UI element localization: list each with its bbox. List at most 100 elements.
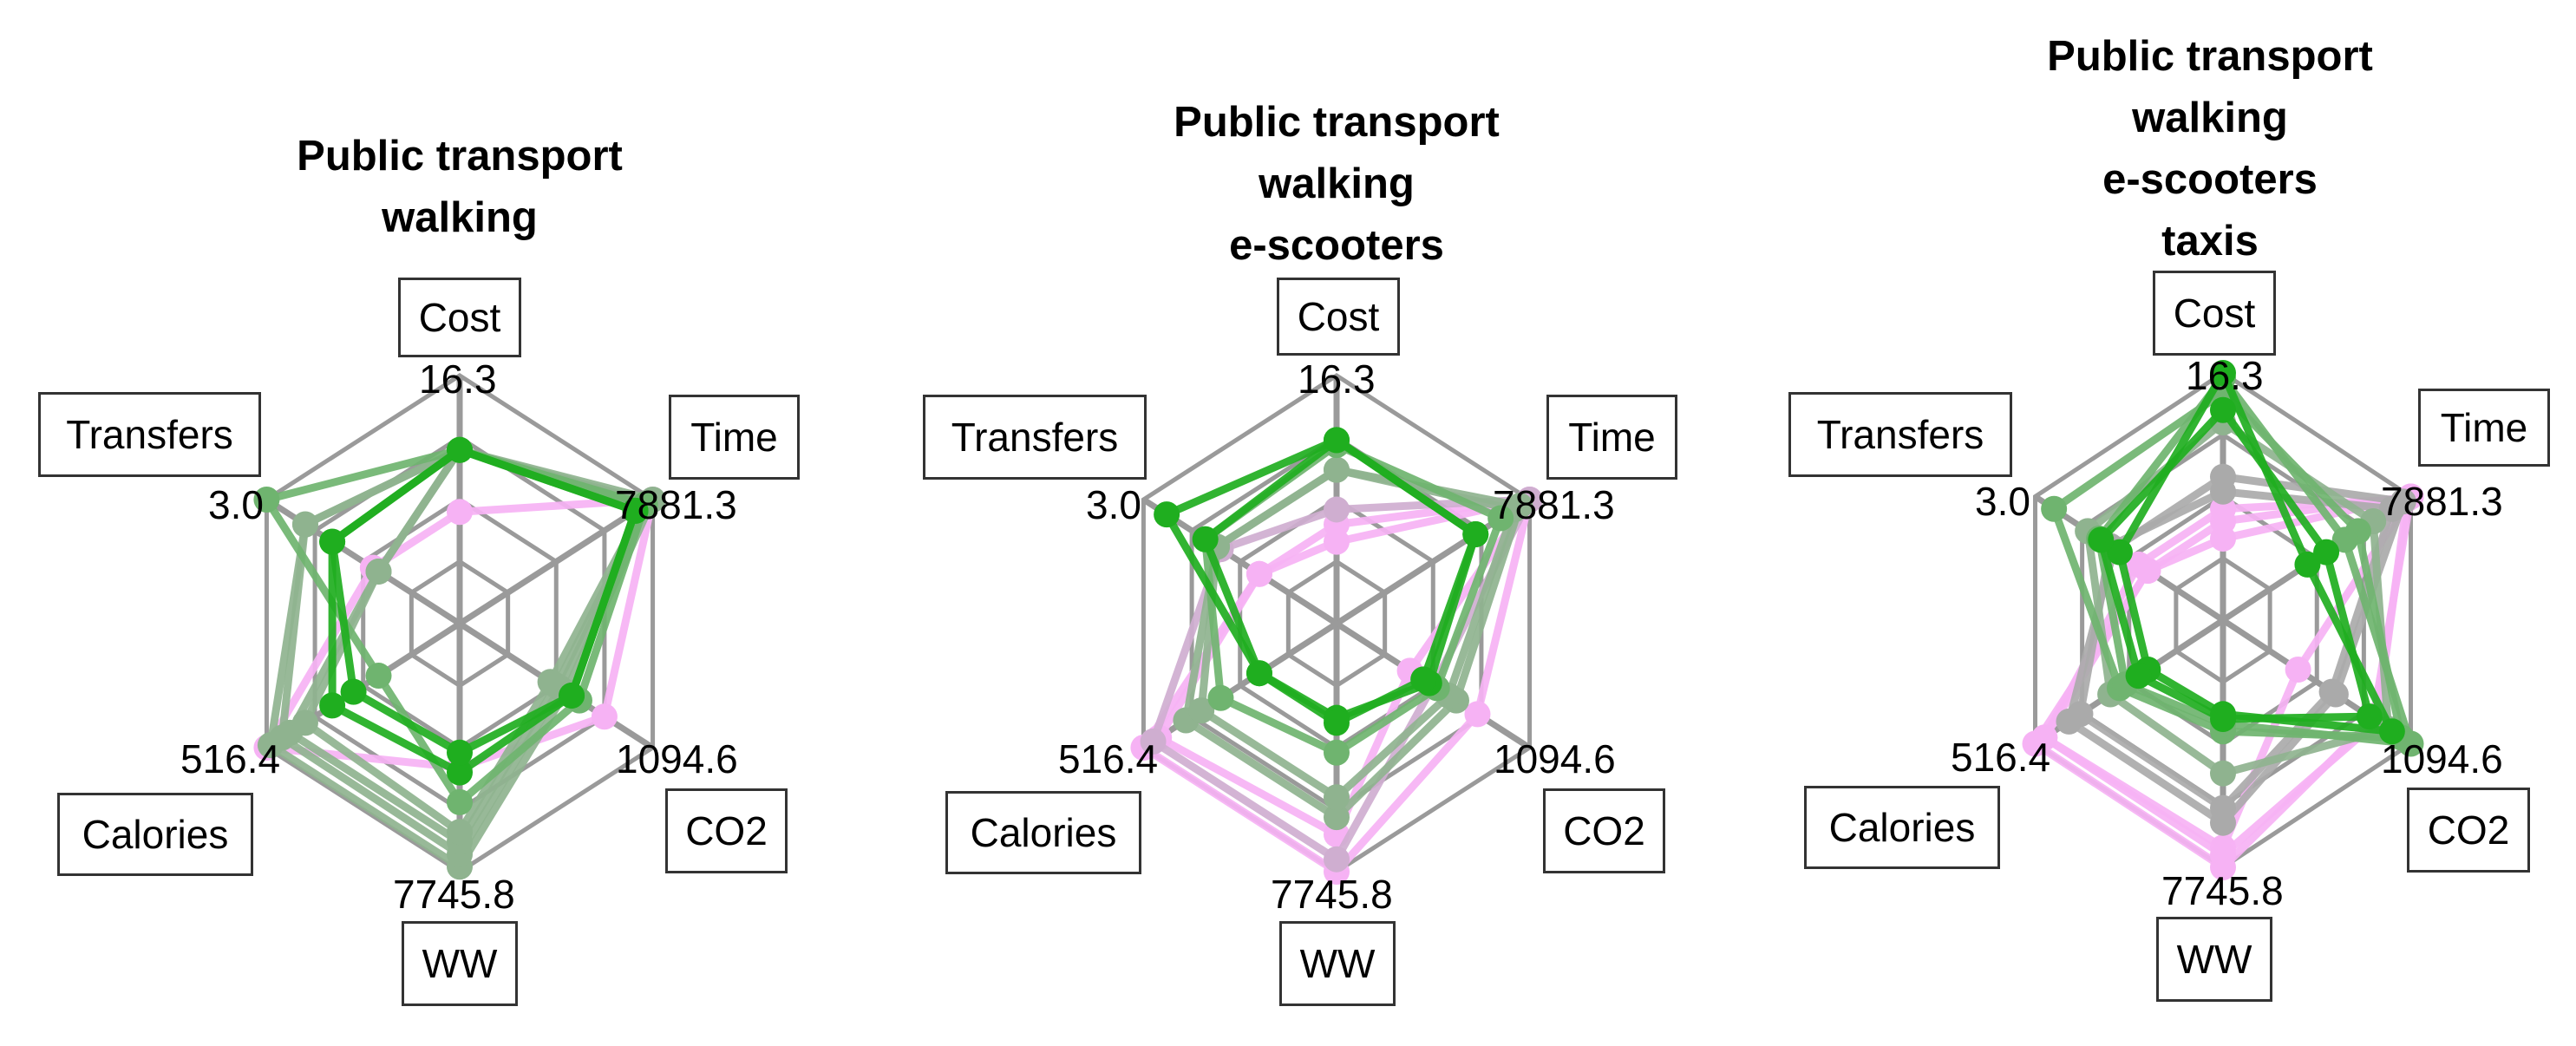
axis-label-cost: Cost [1277,278,1400,356]
data-point [2210,706,2236,732]
axis-label-time: Time [669,395,800,480]
data-point [2378,495,2405,522]
axis-max-co2: 1094.6 [616,736,738,781]
data-point [2210,760,2236,787]
data-point [1410,666,1437,693]
axis-max-cost: 16.3 [2186,353,2264,398]
data-point [1246,560,1272,587]
data-point [447,739,473,766]
title-line: Public transport [297,133,623,180]
data-point [1246,660,1272,687]
data-point [591,703,618,730]
axis-max-cost: 16.3 [419,356,497,402]
data-point [1324,496,1350,523]
data-point [1324,784,1350,811]
data-point [2031,724,2058,751]
title-line: walking [382,194,538,241]
data-point [1464,701,1491,728]
data-point [2210,396,2236,423]
axis-label-ww: WW [1279,921,1396,1006]
data-point [559,682,585,709]
axis-label-co2: CO2 [665,788,788,873]
axis-label-time: Time [2418,389,2550,467]
data-point [1324,846,1350,873]
axis-max-ww: 7745.8 [1271,872,1393,917]
data-point [1207,684,1234,711]
data-point [2125,551,2152,578]
data-point [1324,456,1350,483]
axis-label-transfers: Transfers [38,392,261,477]
data-point [2318,678,2345,705]
axis-label-ww: WW [402,921,518,1006]
data-point [2088,526,2115,553]
axis-max-co2: 1094.6 [2381,736,2503,781]
data-point [1462,521,1489,548]
axis-label-time: Time [1546,395,1677,480]
axis-label-cost: Cost [398,278,521,357]
data-point [2356,703,2383,730]
axis-label-cost: Cost [2153,271,2276,356]
axis-max-calories: 516.4 [180,736,281,781]
axis-max-time: 7881.3 [2381,479,2503,524]
axis-max-transfers: 3.0 [208,482,264,527]
data-point [1487,505,1514,532]
data-point [2041,495,2068,522]
axis-max-ww: 7745.8 [393,872,515,917]
data-point [1324,427,1350,454]
data-point [537,669,564,696]
data-point [2331,526,2358,553]
data-point [447,436,473,463]
data-point [2378,718,2405,745]
axis-label-ww: WW [2156,917,2272,1002]
axis-max-calories: 516.4 [1951,735,2051,780]
data-point [2210,794,2236,821]
data-point [2210,841,2236,868]
data-point [291,511,318,538]
title-line: walking [2132,95,2288,141]
data-point [447,788,473,815]
axis-label-calories: Calories [945,791,1141,874]
data-point [1324,739,1350,766]
data-point [1154,501,1180,528]
title-line: Public transport [1174,99,1500,146]
data-point [340,678,367,705]
data-point [1324,709,1350,736]
data-point [2210,360,2236,386]
title-line: e-scooters [2102,156,2318,203]
data-point [2106,539,2133,565]
axis-max-cost: 16.3 [1298,356,1376,402]
data-point [447,499,473,526]
axis-spoke [458,497,655,626]
axis-label-calories: Calories [1804,786,2000,869]
data-point [253,487,280,513]
data-point [319,692,346,719]
data-point [2067,701,2094,728]
data-point [1140,728,1167,755]
data-point [447,759,473,786]
data-point [2210,478,2236,505]
axis-max-transfers: 3.0 [1975,479,2030,524]
data-point [622,497,649,524]
data-point [365,558,392,585]
title-line: Public transport [2047,33,2373,80]
data-point [1188,697,1215,724]
axis-label-transfers: Transfers [1788,392,2012,477]
data-point [447,819,473,846]
title-line: taxis [2161,218,2259,265]
axis-max-ww: 7745.8 [2161,868,2284,913]
data-point [2397,730,2424,757]
axis-max-transfers: 3.0 [1086,482,1141,527]
data-point [1324,804,1350,831]
title-line: e-scooters [1229,222,1444,269]
axis-label-transfers: Transfers [923,395,1147,480]
axis-max-calories: 516.4 [1058,736,1159,781]
axis-max-time: 7881.3 [615,482,737,527]
axis-max-co2: 1094.6 [1494,736,1616,781]
data-point [2313,539,2340,565]
data-point [1324,528,1350,555]
radar-chart [253,373,666,880]
data-point [2285,657,2311,683]
